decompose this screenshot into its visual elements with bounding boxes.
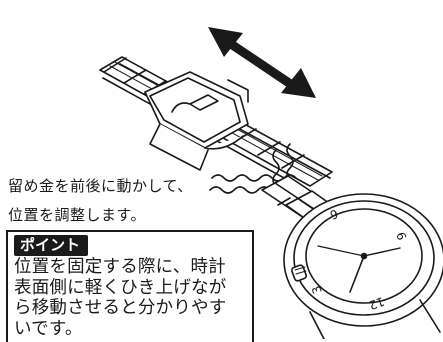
point-body: 位置を固定する際に、時計 表面側に軽くひき上げなが ら移動させると分かりやす い… <box>14 257 246 339</box>
watch-hands <box>317 245 401 293</box>
dial-numeral-3: 3 <box>309 284 325 296</box>
watch-case <box>283 193 443 339</box>
point-line: ら移動させると分かりやす <box>14 298 227 318</box>
dial-numeral-6: 6 <box>393 230 409 242</box>
double-headed-arrow-icon <box>208 27 316 98</box>
point-line: 表面側に軽くひき上げなが <box>14 277 227 298</box>
point-tip-box: ポイント 位置を固定する際に、時計 表面側に軽くひき上げなが ら移動させると分か… <box>6 230 254 342</box>
point-line: いです。 <box>14 318 83 339</box>
dial-numeral-9: 9 <box>328 207 340 223</box>
caption-line: 留め金を前後に動かして、 <box>8 177 193 195</box>
point-label: ポイント <box>14 235 89 256</box>
dial-numeral-12: 12 <box>367 294 386 312</box>
point-line: 位置を固定する際に、時計 <box>14 257 226 277</box>
caption-line: 位置を調整します。 <box>8 206 147 224</box>
adjustment-caption: 留め金を前後に動かして、 位置を調整します。 <box>8 172 238 230</box>
